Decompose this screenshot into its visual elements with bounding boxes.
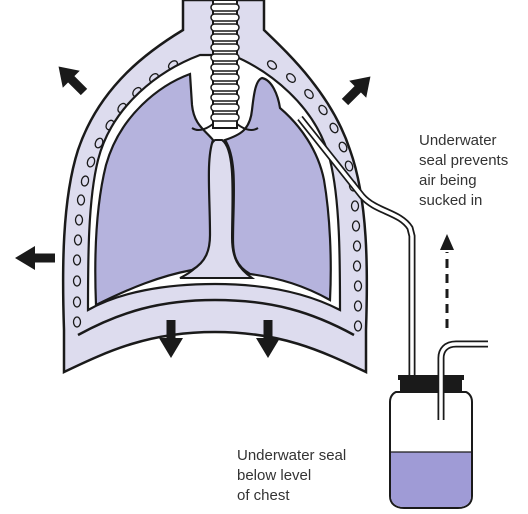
label-line: seal prevents bbox=[419, 151, 508, 171]
dashed-arrow-up-icon bbox=[440, 234, 454, 328]
label-line: Underwater seal bbox=[237, 446, 346, 466]
arrow-left-icon bbox=[15, 246, 55, 270]
arrow-up-left-icon bbox=[50, 58, 92, 100]
label-line: of chest bbox=[237, 486, 346, 506]
water bbox=[391, 452, 471, 507]
label-line: sucked in bbox=[419, 191, 508, 211]
label-line: air being bbox=[419, 171, 508, 191]
underwater-seal-bottle bbox=[390, 375, 472, 508]
label-line: below level bbox=[237, 466, 346, 486]
label-line: Underwater bbox=[419, 131, 508, 151]
seal-prevents-label: Underwater seal prevents air being sucke… bbox=[419, 131, 508, 211]
arrow-up-right-icon bbox=[337, 68, 379, 110]
seal-below-label: Underwater seal below level of chest bbox=[237, 446, 346, 506]
